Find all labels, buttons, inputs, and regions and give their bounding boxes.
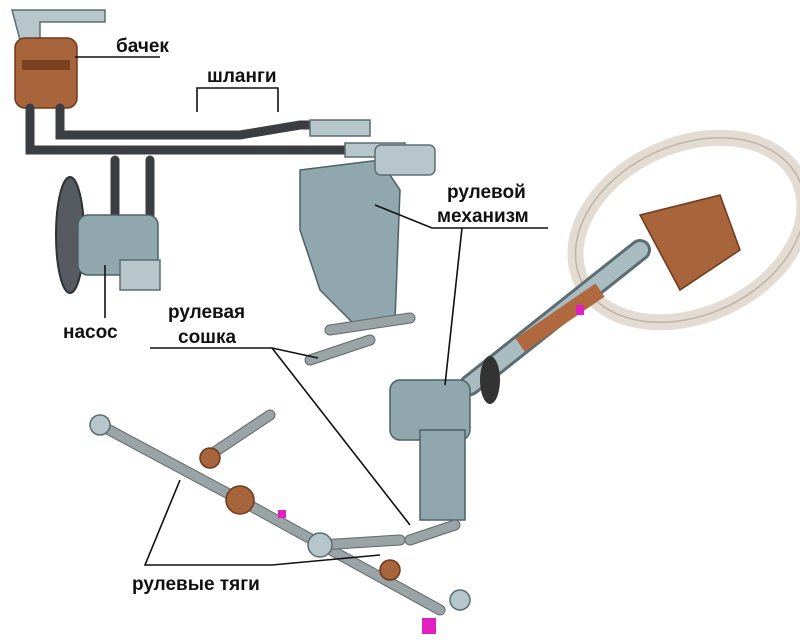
lower-steering-gear-part bbox=[389, 379, 471, 546]
label-pump: насос bbox=[63, 322, 118, 343]
leader-lines bbox=[75, 56, 548, 566]
label-reservoir: бачек bbox=[116, 36, 169, 57]
pump-part bbox=[55, 176, 161, 294]
label-arm-line1: рулевая bbox=[168, 302, 245, 323]
label-gear-line1: рулевой bbox=[447, 182, 526, 203]
label-tie-rods: рулевые тяги bbox=[132, 574, 260, 595]
hoses-part bbox=[25, 103, 406, 245]
label-arm-line2: сошка bbox=[178, 327, 237, 348]
tie-rods-part bbox=[89, 409, 471, 634]
label-hoses: шланги bbox=[207, 66, 277, 87]
steering-gear-part bbox=[299, 144, 436, 366]
reservoir-part bbox=[11, 9, 106, 109]
steering-wheel-part bbox=[459, 129, 800, 404]
label-gear-line2: механизм bbox=[437, 206, 529, 227]
